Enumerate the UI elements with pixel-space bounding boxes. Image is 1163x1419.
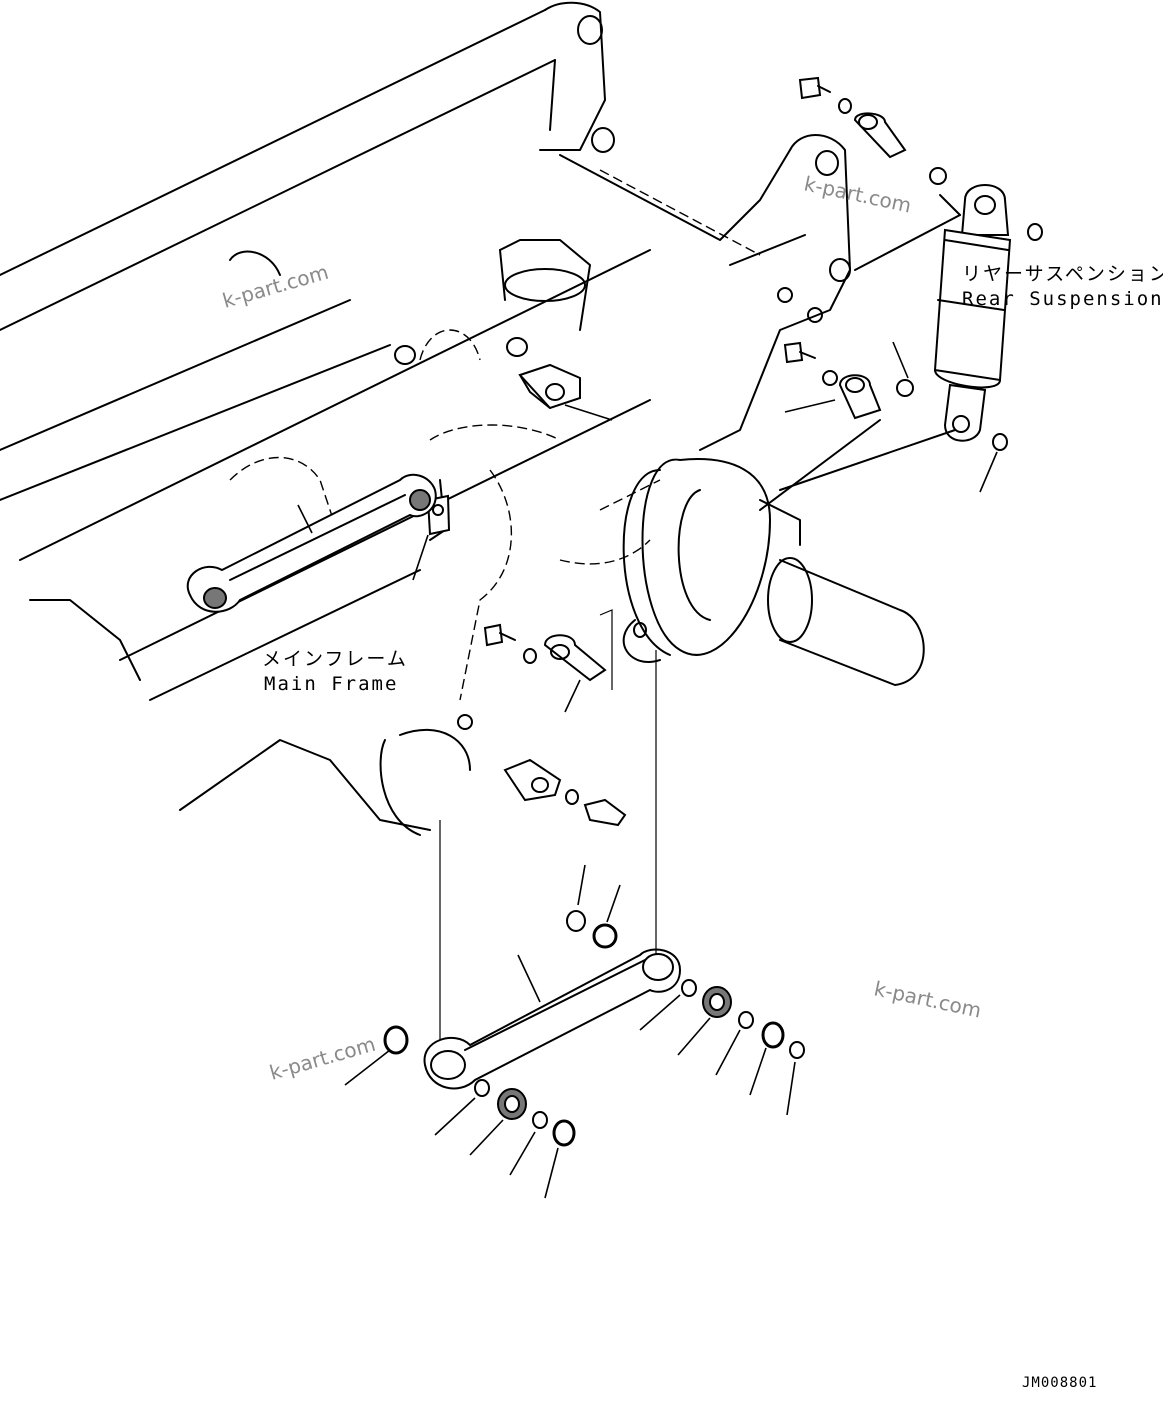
rear-suspension-cylinder (729, 184, 1012, 511)
assembly-lines (439, 609, 657, 1040)
lower-pin-assembly (483, 623, 627, 827)
rear-suspension-label-jp: リヤーサスペンション (962, 263, 1163, 285)
main-frame (0, 1, 791, 831)
upper-rod (186, 473, 437, 613)
lower-rod-hardware (383, 910, 805, 1147)
middle-pin-assembly (783, 341, 1008, 451)
watermark: k-part.com (802, 171, 914, 217)
frame-pin-assembly (426, 363, 581, 541)
rear-axle-housing (229, 134, 925, 836)
leader-lines (297, 341, 998, 1199)
watermark: k-part.com (267, 1032, 378, 1085)
lower-rod (423, 948, 682, 1090)
main-frame-label-en: Main Frame (264, 673, 398, 695)
rear-suspension-label-en: Rear Suspension (962, 288, 1163, 310)
watermark: k-part.com (872, 976, 984, 1022)
main-frame-label-jp: メインフレーム (262, 648, 408, 670)
upper-pin-assembly (798, 76, 1043, 241)
drawing-code: JM008801 (1022, 1375, 1097, 1391)
